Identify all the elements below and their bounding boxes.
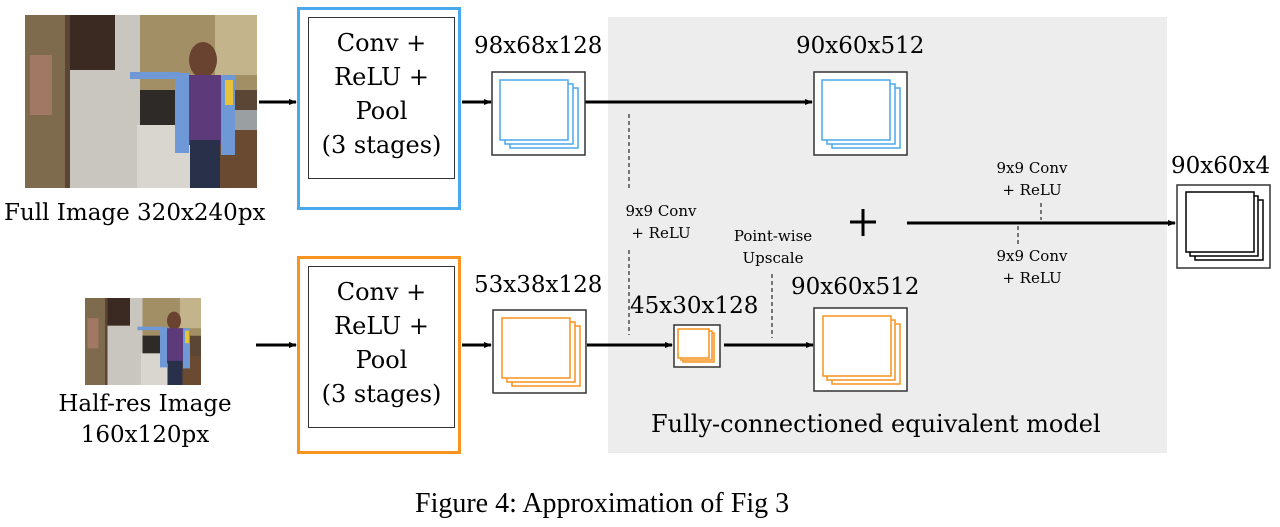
op-text: + ReLU [1002, 269, 1062, 287]
stage-text: (3 stages) [321, 380, 442, 408]
tensor-label-half-features: 53x38x128 [474, 272, 603, 298]
full-conv-stage-block: Conv + ReLU + Pool (3 stages) [297, 7, 461, 210]
half-image-label: Half-res Image 160x120px [30, 389, 260, 451]
stage-text: Pool [355, 346, 408, 374]
half-image-label-line2: 160x120px [80, 422, 210, 448]
stage-text: ReLU + [334, 312, 429, 340]
half-res-image-photo [85, 298, 201, 385]
sum-icon [850, 209, 876, 236]
feature-map-output [1176, 184, 1271, 269]
panel-label: Fully-connectioned equivalent model [651, 410, 1101, 438]
stage-text: ReLU + [334, 63, 429, 91]
tensor-label-full-upper: 90x60x512 [796, 33, 925, 59]
figure-caption: Figure 4: Approximation of Fig 3 [415, 488, 790, 519]
full-conv-stage-box: Conv + ReLU + Pool (3 stages) [308, 17, 455, 179]
half-conv-stage-block: Conv + ReLU + Pool (3 stages) [297, 256, 461, 454]
stage-text: (3 stages) [321, 131, 442, 159]
op-label-upscale: Point-wise Upscale [718, 225, 828, 269]
feature-map-full-features [491, 71, 586, 156]
feature-map-full-upper [813, 71, 908, 156]
full-image-label: Full Image 320x240px [4, 200, 266, 226]
feature-map-half-features [492, 309, 587, 394]
full-image-photo [25, 15, 257, 188]
stage-text: Pool [355, 97, 408, 125]
feature-map-half-conv [673, 324, 721, 368]
op-text: 9x9 Conv [625, 202, 697, 220]
tensor-label-output: 90x60x4 [1171, 153, 1271, 179]
stage-text: Conv + [336, 278, 427, 306]
op-text: + ReLU [631, 224, 691, 242]
op-text: + ReLU [1002, 181, 1062, 199]
op-text: 9x9 Conv [996, 247, 1068, 265]
feature-map-half-upscaled [813, 307, 908, 392]
tensor-label-full-features: 98x68x128 [474, 33, 603, 59]
op-label-conv-right-bottom: 9x9 Conv + ReLU [980, 245, 1084, 289]
op-text: 9x9 Conv [996, 159, 1068, 177]
half-image-label-line1: Half-res Image [58, 391, 232, 417]
tensor-label-half-upscaled: 90x60x512 [791, 274, 920, 300]
op-text: Point-wise [733, 227, 813, 245]
stage-text: Conv + [336, 29, 427, 57]
half-conv-stage-box: Conv + ReLU + Pool (3 stages) [308, 266, 455, 428]
tensor-label-half-conv: 45x30x128 [630, 293, 759, 319]
op-text: Upscale [742, 249, 804, 267]
op-label-conv-left: 9x9 Conv + ReLU [612, 200, 710, 244]
op-label-conv-right-top: 9x9 Conv + ReLU [980, 157, 1084, 201]
